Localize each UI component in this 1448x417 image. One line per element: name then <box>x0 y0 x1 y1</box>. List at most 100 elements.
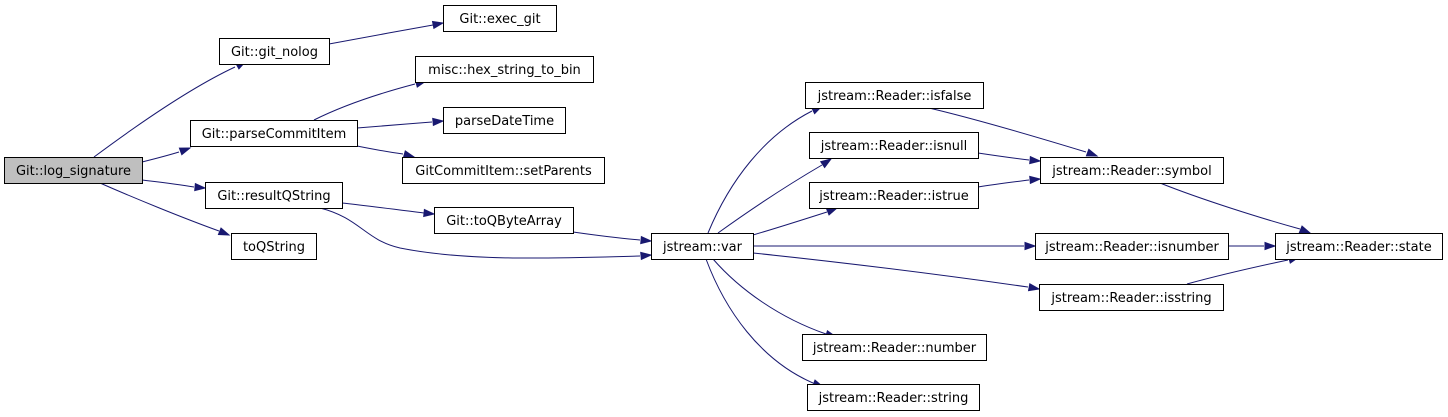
edges-layer <box>93 20 1312 388</box>
node-git_nolog[interactable]: Git::git_nolog <box>219 38 330 65</box>
node-box[interactable] <box>805 82 984 109</box>
node-label: jstream::Reader::isnull <box>820 139 968 154</box>
node-parseDateTime[interactable]: parseDateTime <box>443 107 566 134</box>
edge-line <box>93 66 236 158</box>
edge-line <box>1186 259 1289 285</box>
node-hex_string_to_bin[interactable]: misc::hex_string_to_bin <box>415 56 594 83</box>
node-isnull[interactable]: jstream::Reader::isnull <box>809 132 979 159</box>
node-box[interactable] <box>231 233 317 260</box>
nodes-layer: Git::log_signature Git::git_nolog Git::exe… <box>4 5 1443 411</box>
edge-var-to-istrue <box>752 207 839 236</box>
node-box[interactable] <box>809 182 979 209</box>
node-box[interactable] <box>1039 284 1224 311</box>
arrowhead <box>431 20 445 30</box>
edge-line <box>356 145 404 155</box>
node-label: jstream::Reader::isstring <box>1050 291 1211 306</box>
edge-toQByteArray-to-var <box>572 231 653 245</box>
node-log_signature[interactable]: Git::log_signature <box>4 157 143 184</box>
arrowhead <box>640 235 653 245</box>
arrowhead <box>819 158 833 169</box>
node-box[interactable] <box>415 56 594 83</box>
edge-line <box>717 164 823 234</box>
edge-line <box>712 258 827 335</box>
edge-var-to-isstring <box>752 252 1041 292</box>
node-box[interactable] <box>219 38 330 65</box>
node-setParents[interactable]: GitCommitItem::setParents <box>402 157 605 184</box>
node-box[interactable] <box>205 182 343 209</box>
arrowhead <box>1024 241 1037 251</box>
node-box[interactable] <box>190 120 358 147</box>
node-label: Git::log_signature <box>16 164 131 179</box>
edge-parseCommitItem-to-parseDateTime <box>356 117 445 129</box>
node-symbol[interactable]: jstream::Reader::symbol <box>1040 157 1224 184</box>
node-box[interactable] <box>402 157 605 184</box>
node-box[interactable] <box>1035 233 1229 260</box>
arrowhead <box>1085 148 1099 157</box>
arrowhead <box>1029 155 1042 165</box>
arrowhead <box>1264 241 1277 251</box>
node-isnumber[interactable]: jstream::Reader::isnumber <box>1035 233 1229 260</box>
node-label: Git::git_nolog <box>231 45 318 60</box>
node-isstring[interactable]: jstream::Reader::isstring <box>1039 284 1224 311</box>
edge-log_signature-to-parseCommitItem <box>141 147 192 163</box>
edge-line <box>313 83 416 121</box>
node-var[interactable]: jstream::var <box>651 233 754 260</box>
node-string[interactable]: jstream::Reader::string <box>807 384 980 411</box>
arrowhead <box>423 208 436 218</box>
node-label: jstream::Reader::string <box>818 391 969 406</box>
node-state[interactable]: jstream::Reader::state <box>1275 233 1443 260</box>
edge-resultQString-to-var <box>319 207 653 261</box>
node-istrue[interactable]: jstream::Reader::istrue <box>809 182 979 209</box>
edge-line <box>752 252 1029 288</box>
edge-line <box>141 151 180 163</box>
node-toQString[interactable]: toQString <box>231 233 317 260</box>
edge-parseCommitItem-to-setParents <box>356 145 416 159</box>
edge-line <box>141 179 195 188</box>
arrowhead <box>1298 225 1312 234</box>
edge-isstring-to-state <box>1186 255 1301 285</box>
node-box[interactable] <box>443 5 557 32</box>
node-resultQString[interactable]: Git::resultQString <box>205 182 343 209</box>
edge-line <box>99 182 220 232</box>
edge-line <box>977 179 1030 188</box>
edge-symbol-to-state <box>1159 182 1312 234</box>
edge-var-to-isnull <box>717 158 833 234</box>
node-parseCommitItem[interactable]: Git::parseCommitItem <box>190 120 358 147</box>
edge-line <box>356 121 433 129</box>
arrowhead <box>402 150 416 159</box>
edge-var-to-isnumber <box>753 241 1037 251</box>
edge-line <box>752 211 828 236</box>
node-box[interactable] <box>809 132 979 159</box>
node-label: Git::resultQString <box>217 189 330 204</box>
edge-line <box>328 24 434 45</box>
edge-istrue-to-symbol <box>977 175 1042 188</box>
arrowhead <box>1027 282 1041 292</box>
edge-line <box>319 207 641 259</box>
node-box[interactable] <box>1040 157 1224 184</box>
node-toQByteArray[interactable]: Git::toQByteArray <box>434 207 574 234</box>
node-isfalse[interactable]: jstream::Reader::isfalse <box>805 82 984 109</box>
node-number[interactable]: jstream::Reader::number <box>802 334 987 361</box>
edge-line <box>977 152 1030 161</box>
node-box[interactable] <box>1275 233 1443 260</box>
edge-line <box>572 231 641 241</box>
node-label: GitCommitItem::setParents <box>415 164 592 179</box>
node-exec_git[interactable]: Git::exec_git <box>443 5 557 32</box>
edge-resultQString-to-toQByteArray <box>341 202 436 218</box>
edge-line <box>705 258 814 384</box>
edge-var-to-string <box>705 258 825 388</box>
node-label: jstream::Reader::istrue <box>818 189 969 204</box>
node-box[interactable] <box>4 157 143 184</box>
node-box[interactable] <box>807 384 980 411</box>
node-box[interactable] <box>434 207 574 234</box>
node-label: jstream::Reader::isnumber <box>1044 240 1219 255</box>
edge-var-to-isfalse <box>707 105 824 234</box>
node-box[interactable] <box>651 233 754 260</box>
edge-line <box>1159 182 1301 230</box>
node-box[interactable] <box>802 334 987 361</box>
node-label: jstream::Reader::state <box>1285 240 1431 255</box>
node-label: Git::parseCommitItem <box>202 127 347 142</box>
node-label: Git::toQByteArray <box>446 214 562 229</box>
node-box[interactable] <box>443 107 566 134</box>
